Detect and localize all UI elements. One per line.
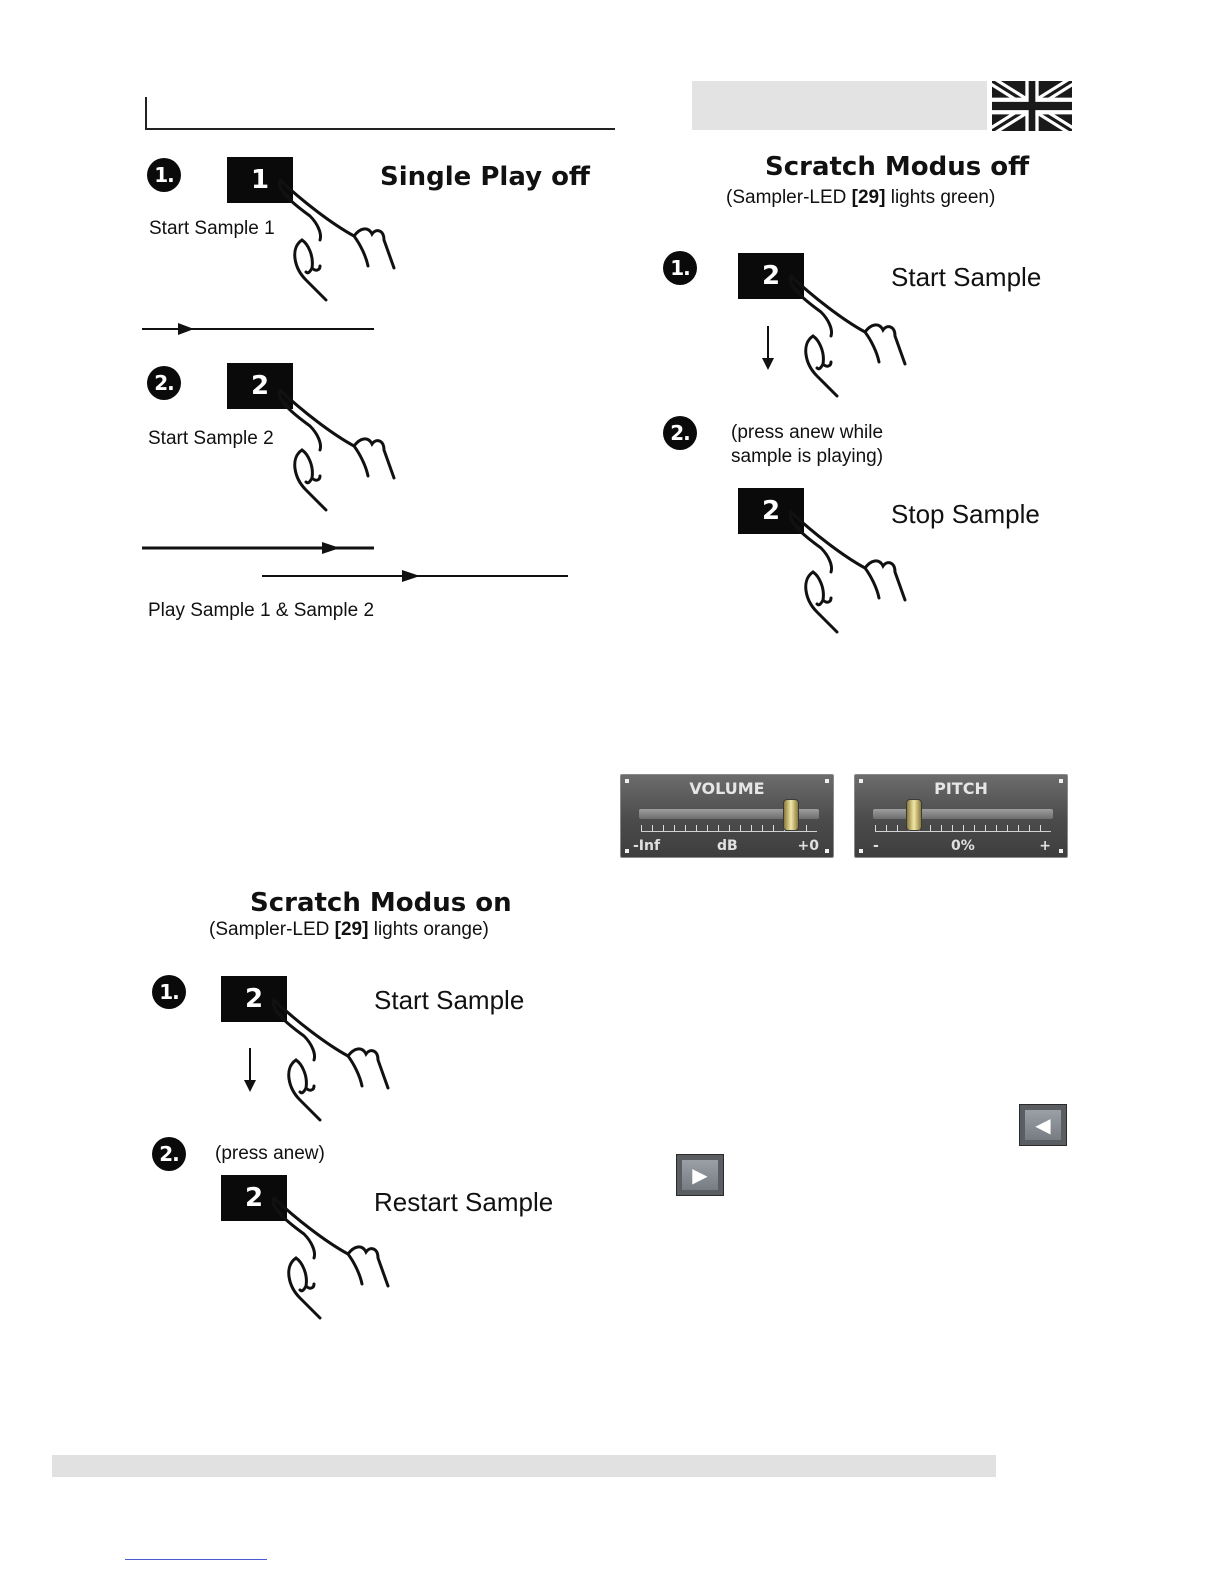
hold-down-arrow-icon bbox=[758, 324, 778, 372]
step-number-1: 1. bbox=[147, 158, 181, 192]
start-sample-label: Start Sample bbox=[374, 985, 524, 1016]
hand-press-icon bbox=[266, 996, 391, 1146]
header-grey-bar bbox=[692, 81, 987, 130]
subtitle-prefix: (Sampler-LED bbox=[209, 919, 335, 940]
volume-slider-knob[interactable] bbox=[783, 799, 799, 831]
triangle-right-icon: ▶ bbox=[682, 1160, 718, 1190]
footer-link-underline[interactable] bbox=[125, 1559, 267, 1560]
single-play-title: Single Play off bbox=[380, 162, 590, 192]
scratch-on-subtitle: (Sampler-LED [29] lights orange) bbox=[209, 919, 489, 941]
hand-press-icon bbox=[272, 176, 397, 326]
subtitle-led-ref: [29] bbox=[852, 187, 886, 208]
step-label-1: Start Sample 1 bbox=[149, 218, 275, 240]
panel-corner bbox=[1059, 849, 1063, 853]
restart-sample-label: Restart Sample bbox=[374, 1187, 553, 1218]
hand-press-icon bbox=[266, 1194, 391, 1344]
subtitle-suffix: lights orange) bbox=[368, 919, 488, 940]
step-number-1: 1. bbox=[663, 251, 697, 285]
pitch-slider-knob[interactable] bbox=[906, 799, 922, 831]
scratch-on-title: Scratch Modus on bbox=[250, 888, 512, 918]
header-rule bbox=[145, 128, 615, 130]
scratch-off-title: Scratch Modus off bbox=[765, 152, 1029, 182]
triangle-left-icon: ◀ bbox=[1025, 1110, 1061, 1140]
volume-max-label: +0 bbox=[798, 838, 819, 854]
pitch-title: PITCH bbox=[855, 779, 1067, 798]
volume-control[interactable]: VOLUME -Inf dB +0 bbox=[620, 774, 834, 858]
panel-corner bbox=[825, 849, 829, 853]
press-note-line2: sample is playing) bbox=[731, 446, 883, 468]
header-rule-vertical bbox=[145, 97, 147, 130]
step-number-2: 2. bbox=[663, 416, 697, 450]
timeline-arrow-3 bbox=[262, 566, 572, 586]
subtitle-led-ref: [29] bbox=[335, 919, 369, 940]
stop-sample-label: Stop Sample bbox=[891, 499, 1040, 530]
timeline-arrow-2 bbox=[140, 538, 380, 558]
scratch-off-subtitle: (Sampler-LED [29] lights green) bbox=[726, 187, 995, 209]
panel-corner bbox=[859, 849, 863, 853]
timeline-arrow-1 bbox=[140, 320, 380, 340]
uk-flag-icon bbox=[992, 81, 1072, 131]
play-caption: Play Sample 1 & Sample 2 bbox=[148, 600, 374, 622]
volume-min-label: -Inf bbox=[633, 838, 660, 854]
step-number-2: 2. bbox=[152, 1137, 186, 1171]
pitch-min-label: - bbox=[873, 838, 879, 854]
press-note-line1: (press anew while bbox=[731, 422, 883, 444]
start-sample-label: Start Sample bbox=[891, 262, 1041, 293]
hand-press-icon bbox=[783, 272, 908, 422]
hand-press-icon bbox=[783, 508, 908, 658]
volume-title: VOLUME bbox=[621, 779, 833, 798]
pitch-slider-track[interactable] bbox=[873, 809, 1053, 819]
volume-scale-line bbox=[641, 831, 817, 832]
step-number-1: 1. bbox=[152, 975, 186, 1009]
pitch-unit-label: 0% bbox=[951, 838, 975, 854]
footer-bar bbox=[52, 1455, 996, 1477]
pitch-control[interactable]: PITCH - 0% + bbox=[854, 774, 1068, 858]
hold-down-arrow-icon bbox=[240, 1046, 260, 1094]
pitch-max-label: + bbox=[1039, 838, 1051, 854]
hand-press-icon bbox=[272, 386, 397, 536]
step-number-2: 2. bbox=[147, 366, 181, 400]
pitch-scale-line bbox=[875, 831, 1051, 832]
subtitle-suffix: lights green) bbox=[885, 187, 995, 208]
step-label-2: Start Sample 2 bbox=[148, 428, 274, 450]
panel-corner bbox=[625, 849, 629, 853]
previous-button[interactable]: ◀ bbox=[1019, 1104, 1067, 1146]
volume-unit-label: dB bbox=[717, 838, 738, 854]
subtitle-prefix: (Sampler-LED bbox=[726, 187, 852, 208]
press-anew-note: (press anew) bbox=[215, 1143, 325, 1165]
play-button[interactable]: ▶ bbox=[676, 1154, 724, 1196]
